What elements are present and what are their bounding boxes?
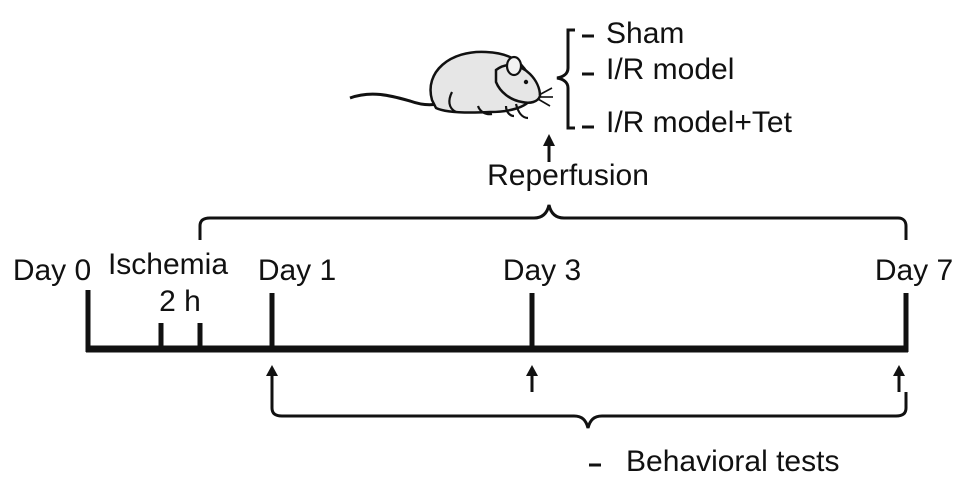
behavioral-arrows — [266, 365, 905, 392]
group-label-sham: Sham — [606, 17, 684, 50]
group-brace — [556, 28, 575, 130]
group-list: Sham I/R model I/R model+Tet — [582, 17, 793, 139]
group-label-ir-model: I/R model — [606, 53, 734, 86]
behavioral-brace — [270, 392, 908, 429]
timeline-axis — [85, 290, 909, 353]
label-duration: 2 h — [159, 285, 201, 318]
behavioral-tests-label: Behavioral tests — [626, 445, 839, 478]
label-day1: Day 1 — [258, 254, 336, 287]
label-day0: Day 0 — [13, 254, 91, 287]
reperfusion-label: Reperfusion — [487, 159, 649, 192]
arrow-day3 — [526, 365, 538, 392]
reperfusion-arrow — [543, 134, 555, 162]
label-day7: Day 7 — [875, 254, 953, 287]
group-label-ir-model-tet: I/R model+Tet — [606, 106, 793, 139]
arrow-day1 — [266, 365, 278, 392]
label-day3: Day 3 — [503, 254, 581, 287]
reperfusion-brace — [198, 204, 908, 240]
arrow-day7 — [893, 365, 905, 392]
label-ischemia: Ischemia — [108, 248, 228, 281]
rat-icon — [349, 50, 553, 120]
